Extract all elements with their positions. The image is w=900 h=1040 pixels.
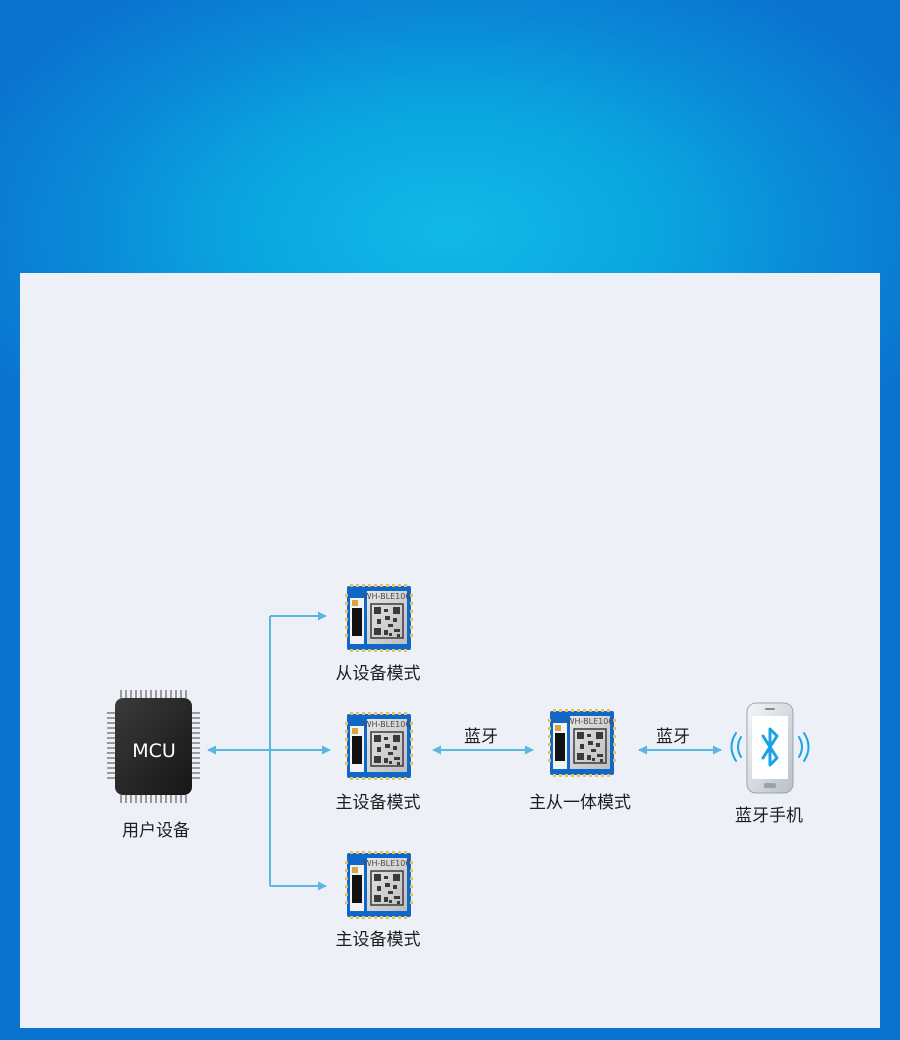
link-label-1: 蓝牙 [464,727,498,747]
module-marking: WH-BLE106 [364,859,411,868]
mcu-caption: 用户设备 [122,821,190,841]
ble-module-top: WH-BLE106 [344,583,414,653]
phone-caption: 蓝牙手机 [735,806,803,826]
module-caption-top: 从设备模式 [336,664,421,684]
module-caption-mid: 主设备模式 [336,793,421,813]
module-caption-right: 主从一体模式 [529,793,631,813]
link-label-2: 蓝牙 [656,727,690,747]
phone-device [730,702,810,794]
bluetooth-icon [761,727,779,767]
ble-module-mid: WH-BLE106 [344,711,414,781]
module-marking: WH-BLE106 [567,717,614,726]
mcu-chip-label: MCU [132,740,176,762]
ble-module-bottom: WH-BLE106 [344,850,414,920]
module-marking: WH-BLE106 [364,720,411,729]
mcu-chip: MCU [107,690,200,803]
connection-diagram: MCU 用户设备 蓝牙 蓝牙 WH-BLE106 从设备模式 WH-BLE106… [107,583,810,950]
module-caption-bottom: 主设备模式 [336,930,421,950]
signal-waves-icon [730,732,810,762]
connector-lines [207,611,722,891]
diagram-panel: MCU 用户设备 蓝牙 蓝牙 WH-BLE106 从设备模式 WH-BLE106… [20,273,880,1028]
module-marking: WH-BLE106 [364,592,411,601]
ble-module-right: WH-BLE106 [547,708,617,778]
